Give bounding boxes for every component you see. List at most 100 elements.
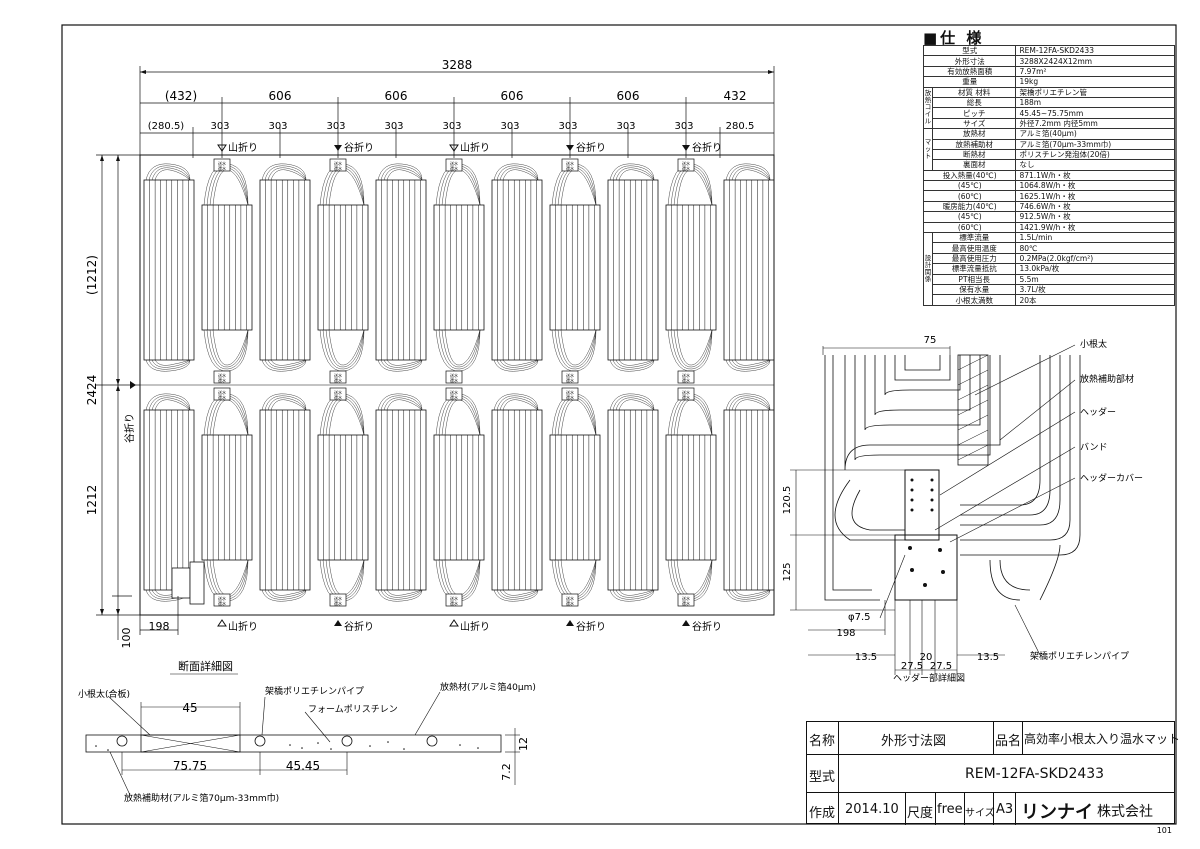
dim-sub-seg-9: 303 — [616, 121, 635, 132]
tb-name-product-divider — [993, 722, 994, 754]
spec-value: 1421.9W/h・枚 — [1015, 221, 1175, 234]
spec-label: (60℃) — [922, 221, 1017, 234]
header-label-supply: 送水 — [450, 372, 458, 378]
tb-model-label: 型式 — [809, 770, 836, 785]
spec-value: 20本 — [1015, 294, 1175, 306]
dim-bottom-offset: 100 — [120, 628, 133, 649]
fold-arrow-mountain-top-3 — [449, 144, 459, 152]
dim-total-width: 3288 — [442, 58, 473, 72]
coil-block — [491, 393, 543, 602]
header-label-supply: 送水 — [218, 372, 226, 378]
spec-value: 871.1W/h・枚 — [1015, 169, 1175, 182]
section-dim-12: 12 — [517, 737, 530, 751]
spec-value: ポリスチレン発泡体(20倍) — [1015, 148, 1175, 161]
coil-block — [665, 393, 717, 602]
page-number: 101 — [1157, 826, 1172, 835]
header-detail-label-sleeper: 小根太 — [1080, 338, 1107, 350]
header-label-supply: 送水 — [334, 372, 342, 378]
spec-label: 総長 — [931, 96, 1017, 109]
spec-group-label: マット — [923, 128, 933, 171]
header-label-supply: 送水 — [682, 595, 690, 601]
spec-label: 重量 — [922, 76, 1017, 88]
dim-sub-seg-6: 303 — [442, 121, 461, 132]
spec-value: 1625.1W/h・枚 — [1015, 190, 1175, 202]
coil-block — [549, 163, 601, 372]
spec-label: 最高使用温度 — [931, 242, 1017, 254]
tb-bottom-div-3 — [964, 792, 965, 825]
tb-company-suffix: 株式会社 — [1097, 804, 1153, 820]
spec-row: マット放熱材アルミ箔(40μm) — [923, 128, 1175, 171]
section-dim-4545: 45.45 — [286, 759, 320, 773]
section-foam-body — [85, 734, 502, 753]
spec-row: 放熱コイル材質 材料架橋ポリエチレン管 — [923, 86, 1175, 130]
spec-label: 標準流量 — [931, 232, 1017, 244]
dim-sub-seg-1: (280.5) — [148, 121, 185, 132]
spec-value: 912.5W/h・枚 — [1015, 211, 1175, 223]
spec-label: ピッチ — [931, 107, 1017, 119]
header-detail-pipes — [824, 355, 1081, 601]
dim-sub-seg-8: 303 — [558, 121, 577, 132]
section-pipes — [116, 735, 438, 747]
fold-label-valley-top-5: 谷折り — [692, 141, 722, 154]
header-label-return: 還水 — [218, 165, 226, 171]
header-label-supply: 送水 — [566, 372, 574, 378]
fold-arrow-valley-bottom-2 — [334, 620, 342, 626]
header-detail-dim-20: 20 — [920, 652, 933, 663]
dim-top-seg-5: 606 — [617, 89, 640, 103]
spec-row: 暖房能力(40℃)746.6W/h・枚 — [922, 200, 1175, 213]
header-detail-dim-125: 125 — [782, 562, 793, 581]
coil-block — [491, 163, 543, 372]
header-label-return: 還水 — [218, 394, 226, 400]
header-detail-label-header: ヘッダー — [1080, 406, 1116, 418]
header-label-supply: 送水 — [566, 389, 574, 395]
spec-row: (45℃)1064.8W/h・枚 — [922, 180, 1175, 192]
spec-label: PT相当長 — [931, 273, 1017, 286]
coil-block — [723, 393, 775, 602]
header-label-return: 還水 — [682, 165, 690, 171]
tb-row-divider-2 — [807, 792, 1174, 793]
fold-arrow-valley-top-2 — [334, 145, 342, 151]
spec-row: (60℃)1625.1W/h・枚 — [922, 190, 1175, 202]
spec-value: 188m — [1015, 96, 1175, 109]
spec-value: 3.7L/枚 — [1015, 283, 1175, 296]
spec-row: 投入熱量(40℃)871.1W/h・枚 — [922, 169, 1175, 182]
tb-name-value: 外形寸法図 — [881, 734, 947, 749]
dim-sub-seg-3: 303 — [268, 121, 287, 132]
tb-made-value: 2014.10 — [845, 802, 899, 817]
section-label-sleeper: 小根太(合板) — [78, 688, 130, 700]
spec-label: 外形寸法 — [922, 55, 1017, 67]
spec-value: 架橋ポリエチレン管 — [1015, 86, 1175, 98]
dim-sub-seg-2: 303 — [210, 121, 229, 132]
spec-row: (60℃)1421.9W/h・枚 — [922, 221, 1175, 234]
header-label-return: 還水 — [218, 377, 226, 383]
spec-row: 断熱材ポリスチレン発泡体(20倍) — [924, 148, 1175, 161]
coil-block — [201, 393, 253, 602]
header-label-supply: 送水 — [566, 595, 574, 601]
spec-label: 放熱材 — [931, 128, 1017, 140]
header-label-return: 還水 — [682, 394, 690, 400]
spec-value: なし — [1015, 159, 1175, 171]
fold-arrow-valley-bottom-4 — [566, 620, 574, 626]
header-detail-title: ヘッダー部詳細図 — [893, 672, 965, 684]
section-label-pipe: 架橋ポリエチレンパイプ — [265, 685, 364, 697]
spec-label: 放熱補助材 — [931, 138, 1017, 150]
header-label-supply: 送水 — [682, 160, 690, 166]
header-label-return: 還水 — [450, 377, 458, 383]
header-detail-label-pipe: 架橋ポリエチレンパイプ — [1030, 650, 1129, 662]
fold-label-valley-left: 谷折り — [123, 413, 136, 443]
header-detail: ヘッダー部詳細図 小根太 放熱補助部材 ヘッダー バンド ヘッダーカバー 架橋ポ… — [782, 335, 1143, 684]
spec-value: 7.97m² — [1015, 65, 1175, 78]
coil-block — [317, 393, 369, 602]
